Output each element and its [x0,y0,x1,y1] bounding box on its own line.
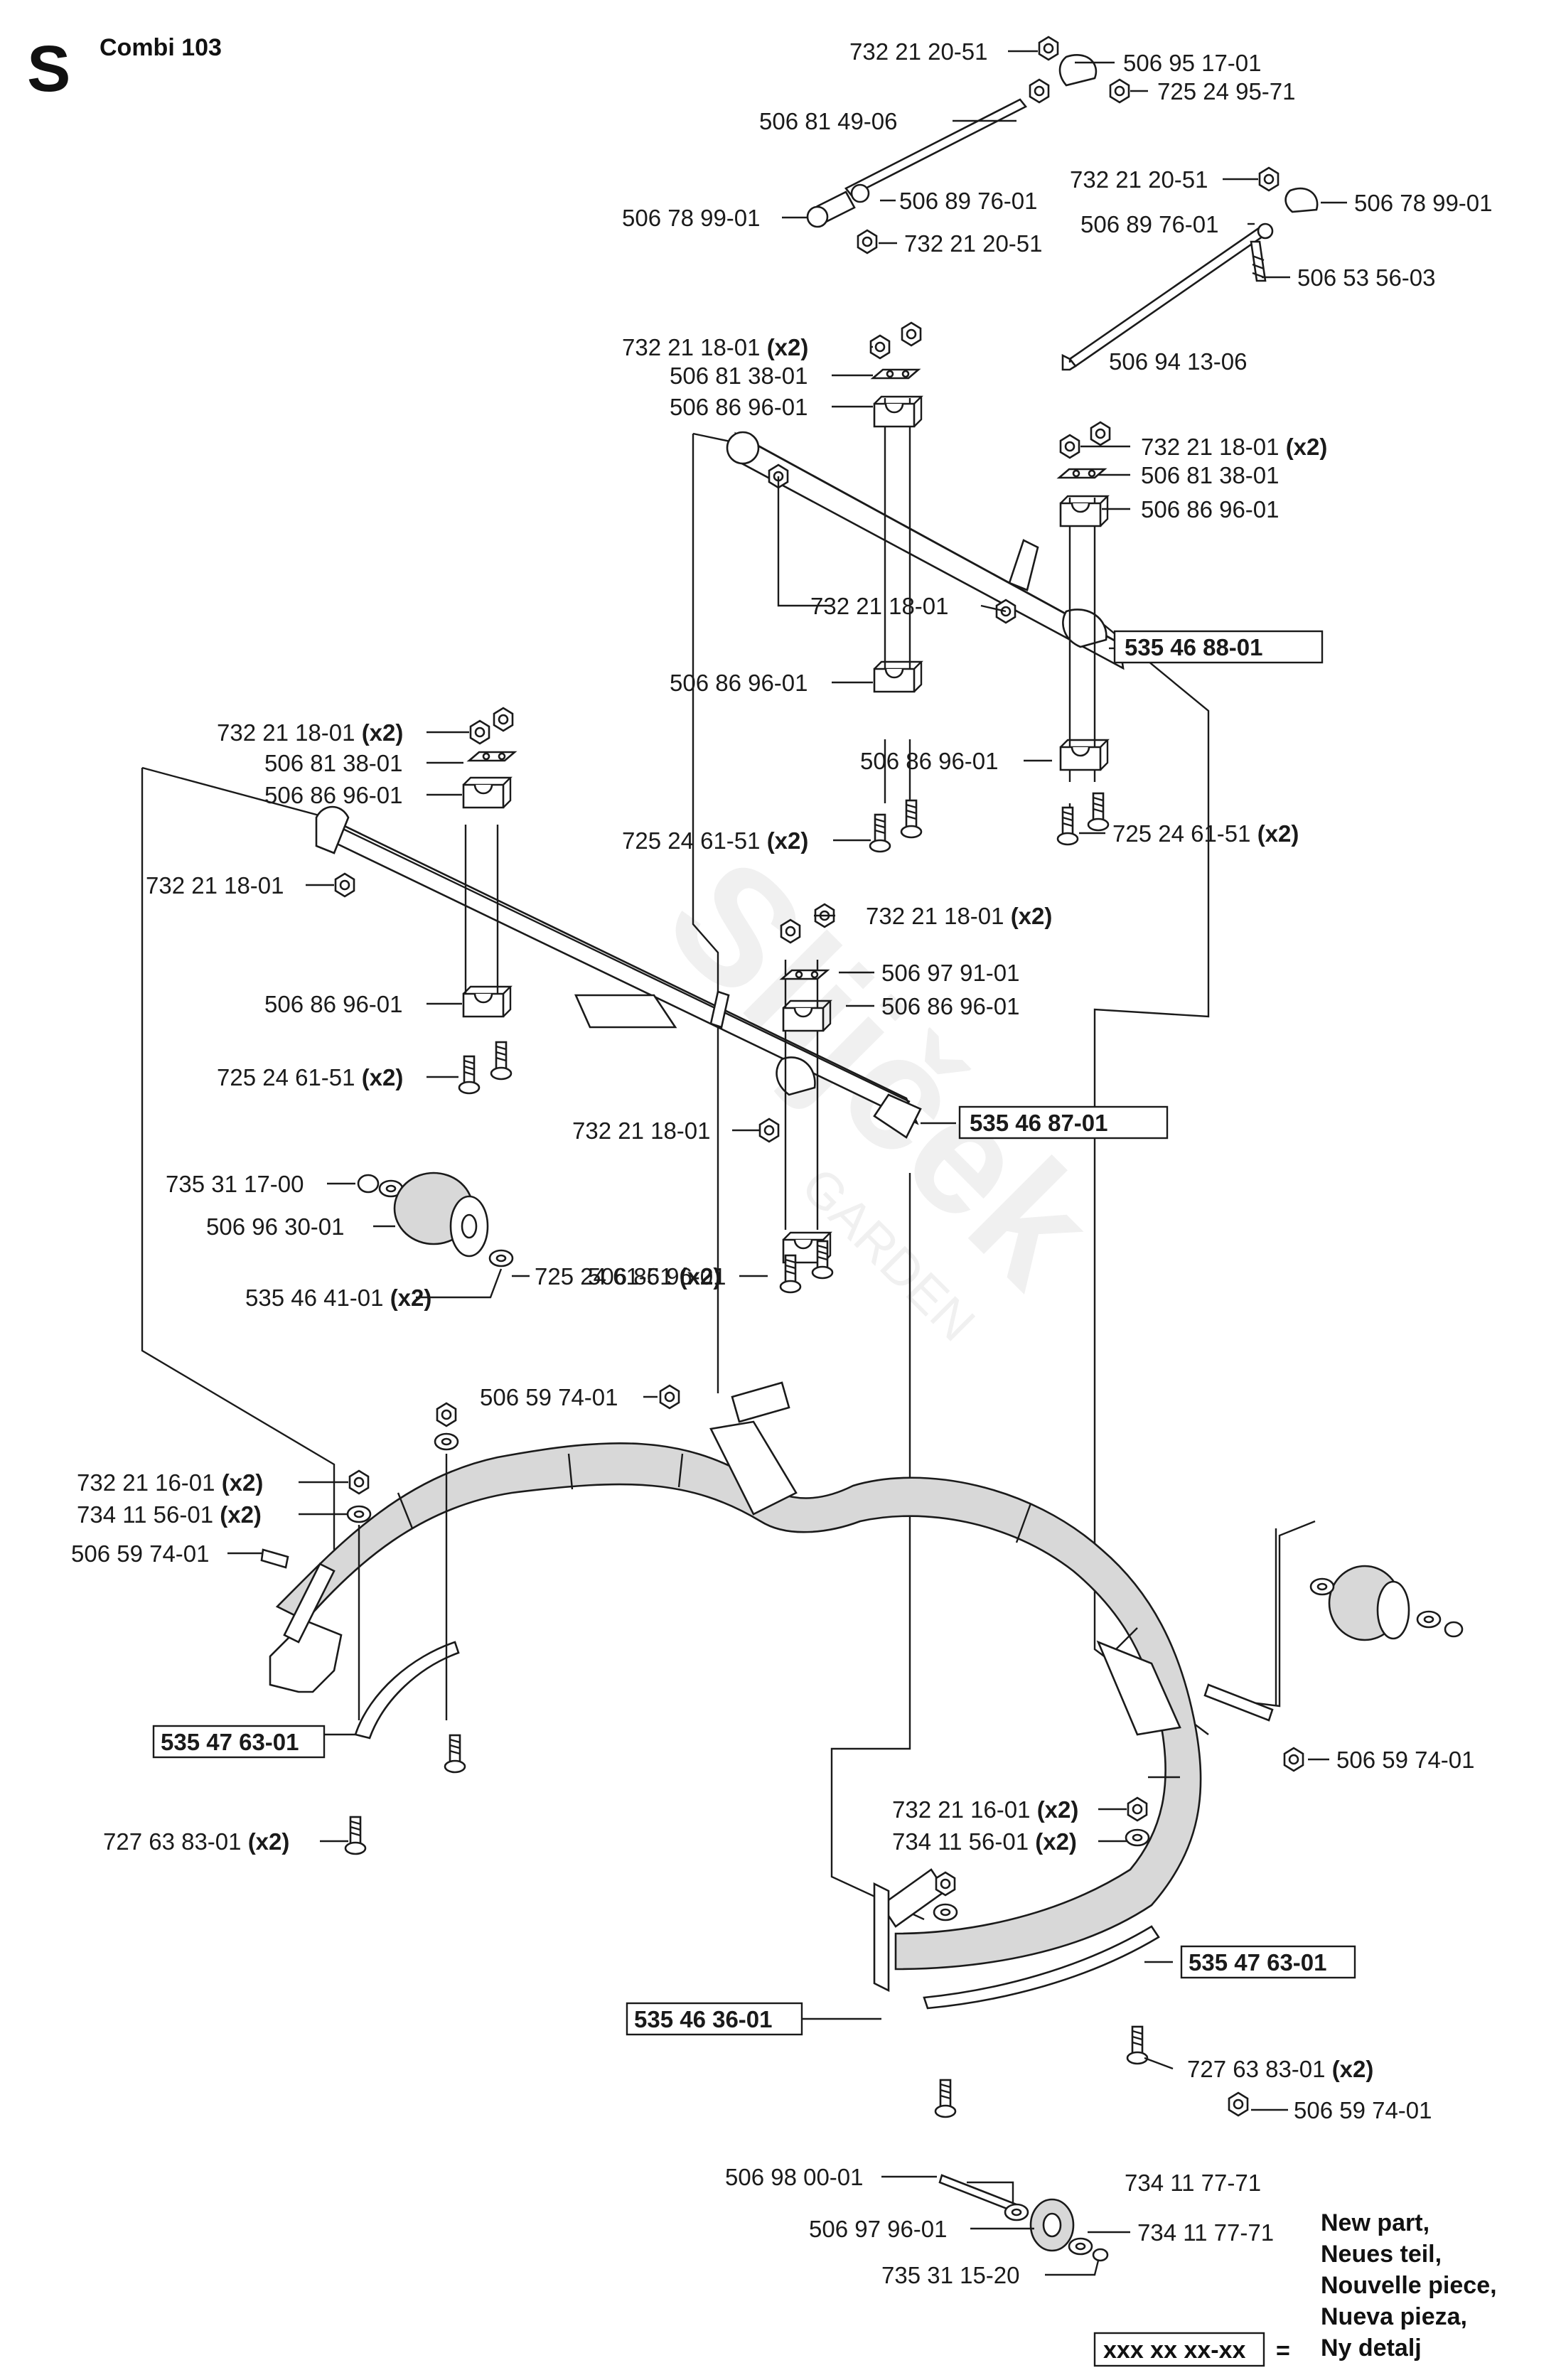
label-p31: 506 86 96-01 [264,991,403,1017]
boxed-b2: 535 46 87-01 [970,1110,1108,1136]
label-p43: 506 59 74-01 [1336,1747,1475,1773]
label-p22: 725 24 61-51 (x2) [622,827,808,854]
label-p46: 734 11 56-01 (x2) [892,1828,1077,1855]
upper-linkage [806,36,1319,371]
label-p18: 506 86 96-01 [1141,496,1280,522]
label-p36: 506 86 96-01 [588,1263,726,1290]
legend: xxx xx xx-xx = New part, Neues teil, Nou… [1093,2209,1497,2367]
label-p35: 506 96 30-01 [206,1213,345,1240]
legend-line-2: Neues teil, [1321,2241,1442,2268]
upper-cross-shaft [726,431,1127,670]
label-p11: 506 53 56-03 [1297,264,1436,291]
label-p28: 732 21 18-01 (x2) [866,903,1052,929]
label-p25: 506 81 38-01 [264,750,403,776]
label-p42: 506 59 74-01 [71,1540,210,1567]
label-p09: 506 78 99-01 [1354,190,1493,216]
part-labels: 732 21 20-51 506 95 17-01 725 24 95-71 5… [71,38,1493,2288]
legend-line-1: New part, [1321,2209,1429,2236]
label-p38: 535 46 41-01 (x2) [245,1285,431,1311]
label-p07: 732 21 20-51 [904,230,1043,257]
left-roller [357,1172,514,1267]
label-p10: 506 89 76-01 [1080,211,1219,237]
boxed-b3: 535 47 63-01 [161,1729,299,1755]
label-p27: 732 21 18-01 [146,872,284,899]
label-p23: 725 24 61-51 (x2) [1112,820,1299,847]
label-p34: 735 31 17-00 [166,1171,304,1197]
label-p04: 506 81 49-06 [759,108,898,134]
label-p20: 506 86 96-01 [670,670,808,696]
label-p14: 506 81 38-01 [670,363,808,389]
label-p40: 732 21 16-01 (x2) [77,1469,263,1496]
label-p30: 506 86 96-01 [881,993,1020,1019]
legend-box-text: xxx xx xx-xx [1103,2337,1245,2364]
legend-line-5: Ny detalj [1321,2335,1422,2362]
deck-frame [260,1381,1464,2262]
label-p12: 506 94 13-06 [1109,348,1248,375]
legend-line-3: Nouvelle piece, [1321,2272,1497,2299]
label-p52: 734 11 77-71 [1137,2219,1274,2246]
label-p03: 725 24 95-71 [1157,78,1296,104]
boxed-b1: 535 46 88-01 [1125,634,1263,660]
label-p47: 727 63 83-01 (x2) [1187,2056,1373,2082]
label-p48: 506 59 74-01 [1294,2097,1432,2123]
label-p51: 506 97 96-01 [809,2216,948,2242]
label-p32: 725 24 61-51 (x2) [217,1064,403,1090]
label-p16: 732 21 18-01 (x2) [1141,434,1327,460]
boxed-b5: 535 46 36-01 [634,2006,773,2032]
section-letter: S [27,33,70,105]
label-p41: 734 11 56-01 (x2) [77,1501,262,1528]
label-p33: 732 21 18-01 [572,1117,711,1144]
label-p17: 506 81 38-01 [1141,462,1280,488]
model-title: Combi 103 [100,34,222,61]
label-p37: 725 24 61-51 (x2) [535,1263,721,1290]
legend-equals: = [1276,2337,1290,2364]
label-p08: 732 21 20-51 [1070,166,1208,193]
label-p02: 506 95 17-01 [1123,50,1262,76]
label-p19: 732 21 18-01 [810,593,949,619]
label-p49: 506 98 00-01 [725,2164,864,2190]
label-p53: 735 31 15-20 [881,2262,1020,2288]
label-p13: 732 21 18-01 (x2) [622,334,808,360]
leader-lines [227,50,1347,2276]
boxed-b4: 535 47 63-01 [1189,1949,1327,1976]
label-p06: 506 78 99-01 [622,205,761,231]
label-p21: 506 86 96-01 [860,748,999,774]
label-p15: 506 86 96-01 [670,394,808,420]
label-p44: 727 63 83-01 (x2) [103,1828,289,1855]
label-p29: 506 97 91-01 [881,960,1020,986]
label-p01: 732 21 20-51 [849,38,988,65]
label-p24: 732 21 18-01 (x2) [217,719,403,746]
label-p26: 506 86 96-01 [264,782,403,808]
label-p39: 506 59 74-01 [480,1384,618,1410]
legend-line-4: Nueva pieza, [1321,2303,1467,2330]
boxed-labels: 535 46 88-01 535 46 87-01 535 47 63-01 5… [152,630,1356,2036]
label-p05: 506 89 76-01 [899,188,1038,214]
label-p45: 732 21 16-01 (x2) [892,1796,1078,1823]
label-p50: 734 11 77-71 [1125,2170,1261,2196]
